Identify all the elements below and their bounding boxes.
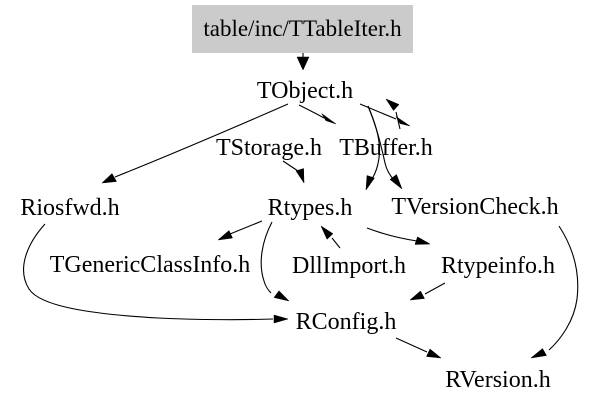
node-ttableiter-label: table/inc/TTableIter.h — [203, 16, 402, 41]
node-tobject[interactable]: TObject.h — [256, 78, 354, 104]
node-tgenericclassinfo[interactable]: TGenericClassInfo.h — [49, 252, 251, 278]
node-rtypes[interactable]: Rtypes.h — [267, 195, 353, 221]
node-tversioncheck[interactable]: TVersionCheck.h — [391, 194, 559, 220]
node-rtypeinfo[interactable]: Rtypeinfo.h — [441, 253, 555, 279]
node-tstorage[interactable]: TStorage.h — [216, 135, 322, 161]
node-tbuffer[interactable]: TBuffer.h — [339, 135, 433, 161]
node-rconfig[interactable]: RConfig.h — [295, 309, 397, 335]
node-ttableiter-highlight-box: table/inc/TTableIter.h — [192, 5, 413, 53]
node-dllimport[interactable]: DllImport.h — [292, 253, 406, 279]
node-rversion[interactable]: RVersion.h — [445, 367, 551, 393]
node-riosfwd[interactable]: Riosfwd.h — [20, 195, 120, 221]
